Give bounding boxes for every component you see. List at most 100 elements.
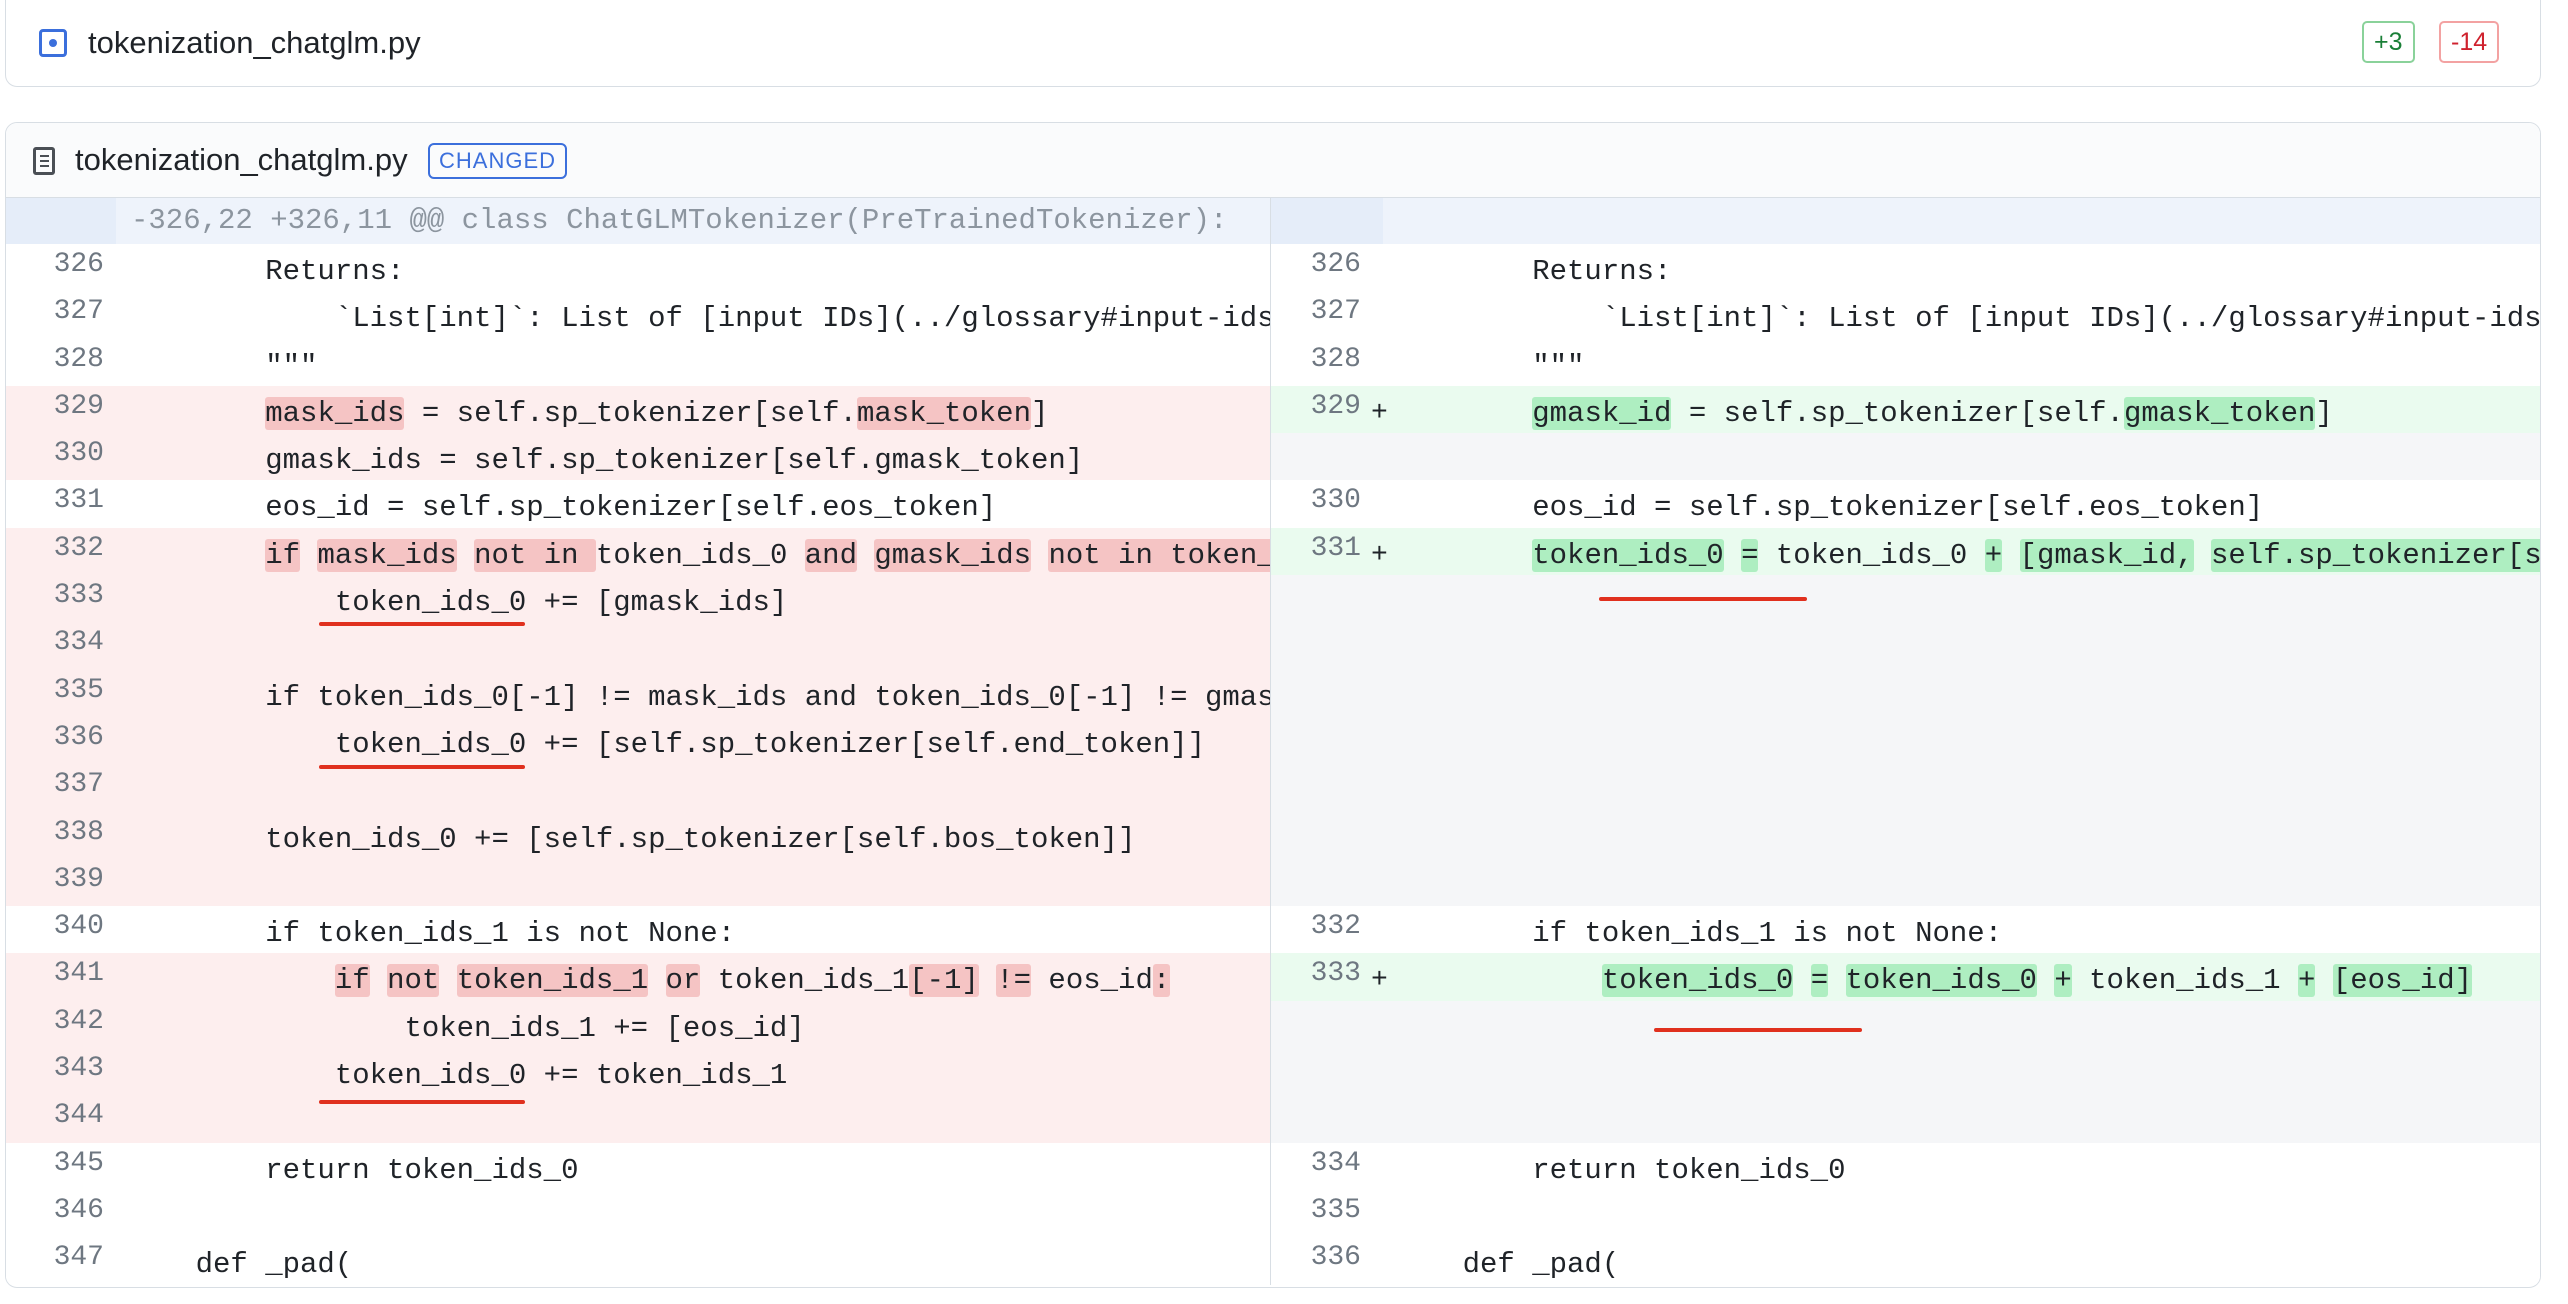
left-diff-cell: 330 gmask_ids = self.sp_tokenizer[self.g… xyxy=(6,433,1270,481)
line-number[interactable]: 339 xyxy=(6,858,104,907)
line-number[interactable] xyxy=(1271,858,1361,907)
code-line: if mask_ids not in token_ids_0 and gmask… xyxy=(116,528,1270,575)
line-number[interactable]: 334 xyxy=(6,622,104,670)
annotation-underline xyxy=(319,1100,525,1104)
file-summary-card[interactable]: tokenization_chatglm.py +3 -14 xyxy=(5,0,2541,87)
changed-token: not in token_ids_0: xyxy=(1048,538,1270,572)
changed-token: + xyxy=(2298,964,2316,998)
code-line: token_ids_0 = token_ids_0 + [gmask_id, s… xyxy=(1383,528,2540,575)
code-line xyxy=(1383,1095,2540,1142)
file-selected-checkbox-icon[interactable] xyxy=(39,29,67,57)
file-name[interactable]: tokenization_chatglm.py xyxy=(88,25,421,60)
diff-file-name[interactable]: tokenization_chatglm.py xyxy=(75,142,408,177)
changed-token: if xyxy=(334,964,370,998)
line-number[interactable]: 334 xyxy=(1310,1147,1361,1179)
line-number[interactable]: 329 xyxy=(1271,385,1361,434)
code-line: `List[int]`: List of [input IDs](../glos… xyxy=(1393,302,2541,336)
diff-row: 327 `List[int]`: List of [input IDs](../… xyxy=(6,291,2541,339)
right-diff-cell xyxy=(1270,811,2540,859)
code-line xyxy=(1383,433,2540,480)
line-number[interactable]: 340 xyxy=(53,911,104,943)
diff-row: 328 """328 """ xyxy=(6,338,2540,386)
line-number[interactable]: 331 xyxy=(53,485,104,517)
changed-token: : xyxy=(1152,964,1171,998)
line-number[interactable]: 332 xyxy=(1310,911,1361,943)
diff-row: 334 xyxy=(6,622,2540,670)
changed-token: self.sp_tokenizer[self.bos_token]] xyxy=(2210,538,2540,572)
line-number[interactable]: 344 xyxy=(6,1095,104,1143)
line-number[interactable] xyxy=(1271,669,1361,717)
code-line: """ xyxy=(126,349,318,383)
changed-token: token_ids_0 xyxy=(1532,538,1724,572)
code-line: Returns: xyxy=(126,255,405,288)
line-number[interactable] xyxy=(1271,622,1361,670)
code-line: token_ids_0 += [self.sp_tokenizer[self.e… xyxy=(126,727,1205,761)
changed-token: gmask_id xyxy=(1532,396,1672,430)
line-number[interactable]: 330 xyxy=(1310,485,1361,517)
changed-token: not xyxy=(387,964,440,998)
line-number[interactable] xyxy=(1271,1048,1361,1096)
left-diff-cell: 335 if token_ids_0[-1] != mask_ids and t… xyxy=(6,669,1270,717)
left-diff-cell: 331 eos_id = self.sp_tokenizer[self.eos_… xyxy=(6,480,1270,528)
left-diff-cell: 342 token_ids_1 += [eos_id] xyxy=(6,1000,1270,1049)
line-number[interactable] xyxy=(1271,433,1361,481)
changed-token: [-1] xyxy=(909,964,979,998)
line-number[interactable] xyxy=(1271,716,1361,765)
line-number[interactable] xyxy=(1271,1000,1361,1049)
line-number[interactable]: 342 xyxy=(6,1000,104,1049)
line-number[interactable]: 336 xyxy=(6,716,104,765)
line-number[interactable]: 341 xyxy=(6,953,104,1001)
line-number[interactable] xyxy=(1271,1095,1361,1143)
right-diff-cell xyxy=(1270,858,2540,907)
document-icon xyxy=(33,147,55,175)
line-number[interactable]: 328 xyxy=(1310,343,1361,375)
right-diff-cell xyxy=(1270,1095,2540,1143)
line-number[interactable]: 345 xyxy=(53,1147,104,1179)
line-number[interactable]: 343 xyxy=(6,1048,104,1096)
code-line xyxy=(1383,859,2540,906)
line-number[interactable]: 328 xyxy=(53,343,104,375)
left-diff-cell: 329 mask_ids = self.sp_tokenizer[self.ma… xyxy=(6,385,1270,434)
hunk-header[interactable]: -326,22 +326,11 @@ class ChatGLMTokenize… xyxy=(6,197,2540,244)
changed-token: token_ids_1 xyxy=(456,964,649,998)
line-number[interactable]: 326 xyxy=(1310,249,1361,280)
line-number[interactable]: 335 xyxy=(1310,1194,1361,1226)
line-number[interactable]: 329 xyxy=(6,385,104,434)
line-number[interactable]: 338 xyxy=(6,811,104,859)
line-number[interactable]: 333 xyxy=(1271,953,1361,1001)
deletions-badge: -14 xyxy=(2439,21,2500,63)
changed-token: [gmask_id, xyxy=(2019,538,2194,572)
line-number[interactable] xyxy=(1271,575,1361,623)
right-diff-cell xyxy=(1270,669,2540,717)
changed-token: not in xyxy=(474,538,596,572)
line-number[interactable]: 332 xyxy=(6,527,104,576)
left-diff-cell: 333 token_ids_0 += [gmask_ids] xyxy=(6,575,1270,623)
right-diff-cell xyxy=(1270,622,2540,670)
line-number[interactable]: 337 xyxy=(6,764,104,812)
code-line: token_ids_0 += [gmask_ids] xyxy=(126,586,788,620)
line-number[interactable]: 346 xyxy=(53,1194,104,1226)
code-line xyxy=(1383,1048,2540,1095)
line-number[interactable] xyxy=(1271,764,1361,812)
code-line: eos_id = self.sp_tokenizer[self.eos_toke… xyxy=(1393,491,2264,525)
line-number[interactable]: 330 xyxy=(6,433,104,481)
annotation-underline xyxy=(1599,597,1807,601)
line-number[interactable] xyxy=(1271,811,1361,859)
diff-row: 346 335 xyxy=(6,1189,2540,1238)
diff-row: 336 token_ids_0 += [self.sp_tokenizer[se… xyxy=(6,716,2540,765)
line-number[interactable]: 336 xyxy=(1310,1242,1361,1274)
line-number[interactable]: 347 xyxy=(53,1242,104,1274)
line-number[interactable]: 326 xyxy=(53,249,104,280)
code-line: token_ids_1 += [eos_id] xyxy=(126,1011,805,1045)
left-diff-cell: 345 return token_ids_0 xyxy=(6,1142,1270,1190)
line-number[interactable]: 327 xyxy=(53,296,104,328)
diff-row: 343 token_ids_0 += token_ids_1 xyxy=(6,1048,2540,1096)
right-diff-cell: 327 `List[int]`: List of [input IDs](../… xyxy=(1270,291,2541,339)
changed-token: mask_ids xyxy=(317,538,457,572)
line-number[interactable]: 331 xyxy=(1271,527,1361,576)
annotation-underline xyxy=(1654,1028,1862,1032)
right-diff-cell: 328 """ xyxy=(1270,338,2540,386)
line-number[interactable]: 327 xyxy=(1310,296,1361,328)
line-number[interactable]: 335 xyxy=(6,669,104,717)
line-number[interactable]: 333 xyxy=(6,575,104,623)
